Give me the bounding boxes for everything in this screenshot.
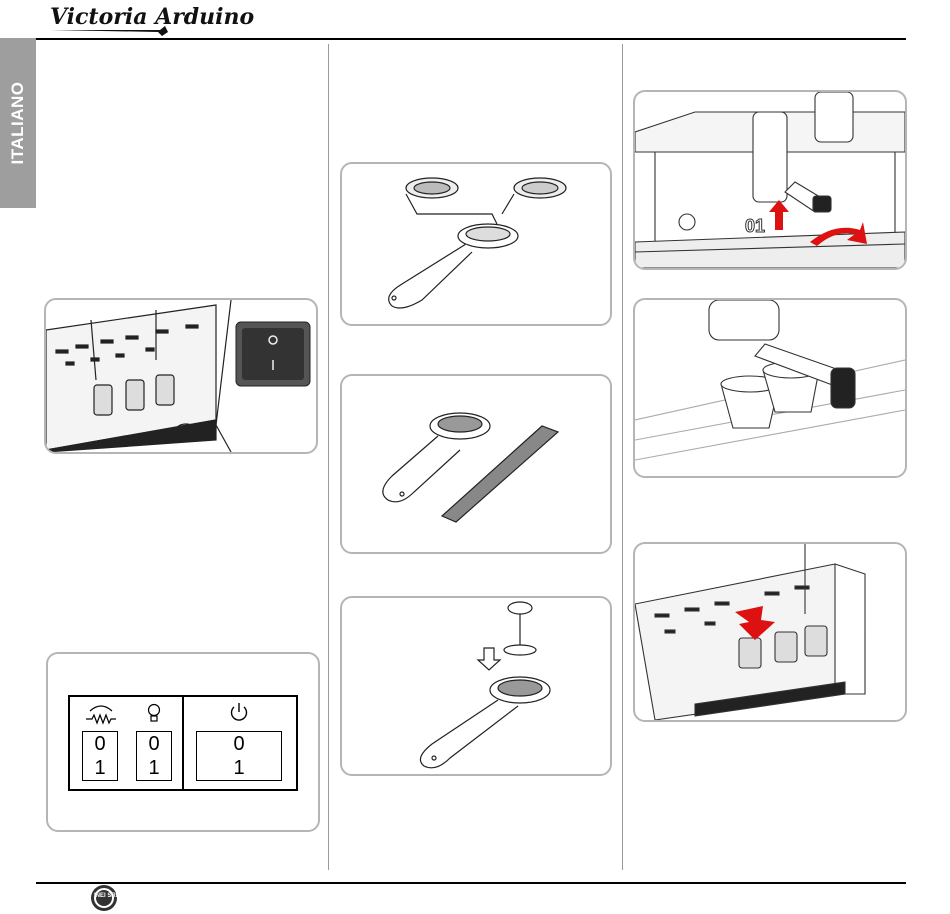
panel-insert-portafilter: 01 bbox=[633, 90, 907, 270]
switch-resistance: 0 1 bbox=[82, 731, 118, 781]
panel-machine-arrow bbox=[633, 542, 907, 722]
switch-main-on: 1 bbox=[197, 756, 281, 780]
switch-light-on: 1 bbox=[137, 756, 171, 780]
language-tab: ITALIANO bbox=[0, 38, 36, 208]
switch-table-divider bbox=[182, 697, 184, 789]
switch-main: 0 1 bbox=[196, 731, 282, 781]
switch-resistance-off: 0 bbox=[83, 732, 117, 756]
tamping-illustration bbox=[342, 598, 610, 774]
machine-arrow-illustration bbox=[635, 544, 905, 720]
language-label: ITALIANO bbox=[8, 81, 28, 164]
machine-power-illustration bbox=[46, 300, 316, 452]
panel-filter-baskets bbox=[340, 162, 612, 326]
logo-underline bbox=[50, 26, 170, 38]
heater-icon bbox=[84, 703, 118, 725]
column-divider-1 bbox=[328, 44, 329, 870]
switch-light: 0 1 bbox=[136, 731, 172, 781]
power-icon bbox=[228, 701, 250, 723]
step-label: 01 bbox=[745, 216, 765, 236]
panel-power-switch bbox=[44, 298, 318, 454]
switch-main-off: 0 bbox=[197, 732, 281, 756]
footer-rule bbox=[36, 882, 906, 884]
levelling-illustration bbox=[342, 376, 610, 552]
insert-portafilter-illustration: 01 bbox=[635, 92, 905, 268]
switch-light-off: 0 bbox=[137, 732, 171, 756]
header-rule bbox=[36, 38, 906, 40]
filter-basket-illustration bbox=[342, 164, 610, 324]
panel-levelling bbox=[340, 374, 612, 554]
column-divider-2 bbox=[622, 44, 623, 870]
panel-tamping bbox=[340, 596, 612, 776]
cups-brewing-illustration bbox=[635, 300, 905, 476]
switch-table: 0 1 0 1 0 1 bbox=[68, 695, 298, 791]
light-bulb-icon bbox=[146, 703, 162, 725]
panel-cups-brewing bbox=[633, 298, 907, 478]
badge-text: INEI SRF bbox=[94, 893, 119, 899]
switch-resistance-on: 1 bbox=[83, 756, 117, 780]
